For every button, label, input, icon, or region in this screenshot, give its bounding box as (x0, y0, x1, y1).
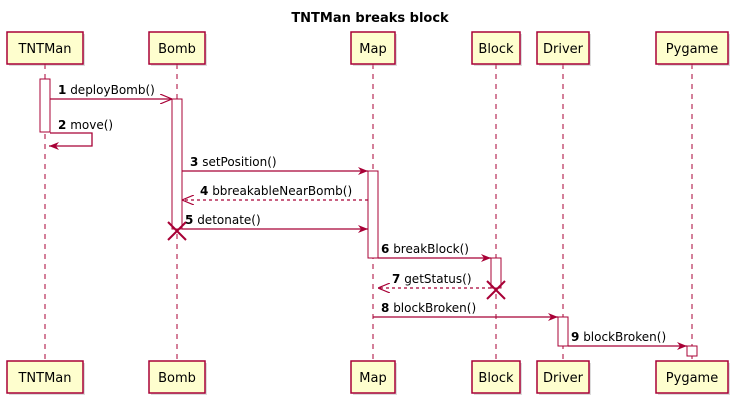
messages: 1 deployBomb() 2 move() 3 setPosition() 4 b… (49, 83, 687, 350)
participant-box (148, 360, 206, 394)
message-text: setPosition() (202, 155, 276, 169)
message-arrow (49, 132, 93, 150)
message-9: 9 blockBroken() (568, 330, 687, 350)
participant-box (148, 31, 206, 65)
message-number: 1 (58, 83, 66, 97)
destroy-marker (486, 280, 506, 300)
message-1: 1 deployBomb() (50, 83, 172, 99)
message-6: 6 breakBlock() (378, 242, 491, 262)
participant-map-head: Map (350, 31, 397, 66)
message-number: 4 (200, 184, 208, 198)
participant-box (655, 31, 729, 65)
participant-driver-head: Driver (536, 31, 591, 66)
participant-box (536, 360, 590, 394)
participant-box (536, 31, 590, 65)
participant-box (471, 31, 521, 65)
message-label: 6 breakBlock() (381, 242, 469, 256)
destroy-marker (167, 221, 187, 241)
message-text: blockBroken() (583, 330, 666, 344)
message-3: 3 setPosition() (182, 155, 368, 175)
message-7: 7 getStatus() (378, 272, 491, 288)
message-number: 9 (571, 330, 579, 344)
participant-bomb-head: Bomb (148, 31, 207, 66)
activation-bar-driver (557, 316, 569, 347)
participant-box (6, 360, 84, 394)
message-number: 6 (381, 242, 389, 256)
message-number: 2 (58, 118, 66, 132)
participant-tntman-foot: TNTMan (6, 360, 85, 395)
message-8: 8 blockBroken() (373, 301, 558, 321)
participant-pygame-head: Pygame (655, 31, 730, 66)
activation-bar-bomb (171, 98, 183, 230)
participant-label: Driver (543, 371, 584, 386)
participant-feet: TNTMan Bomb Map Block Driver Pygame (6, 360, 730, 395)
participant-label: TNTMan (17, 371, 71, 386)
participant-box (471, 360, 521, 394)
participant-label: Pygame (666, 371, 718, 386)
message-label: 1 deployBomb() (58, 83, 155, 97)
message-text: getStatus() (404, 272, 471, 286)
message-text: deployBomb() (70, 83, 155, 97)
participant-block-foot: Block (471, 360, 522, 395)
message-text: detonate() (197, 213, 260, 227)
message-text: breakBlock() (393, 242, 469, 256)
message-4: 4 bbreakableNearBomb() (182, 184, 368, 200)
message-2: 2 move() (49, 118, 113, 150)
activation-bar-pygame (686, 345, 698, 357)
participant-map-foot: Map (350, 360, 397, 395)
message-text: bbreakableNearBomb() (212, 184, 352, 198)
message-text: move() (70, 118, 113, 132)
participant-heads: TNTMan Bomb Map Block Driver Pygame (6, 31, 730, 66)
activation-bar-tntman (39, 78, 51, 133)
participant-label: Bomb (158, 371, 196, 386)
participant-label: Block (478, 42, 514, 57)
message-label: 7 getStatus() (392, 272, 472, 286)
participant-label: Map (359, 371, 386, 386)
diagram-title: TNTMan breaks block (291, 11, 449, 26)
activations (39, 78, 698, 357)
participant-box (655, 360, 729, 394)
participant-label: Block (478, 371, 514, 386)
message-label: 3 setPosition() (190, 155, 277, 169)
message-5: 5 detonate() (182, 213, 368, 233)
participant-box (350, 31, 396, 65)
participant-label: Bomb (158, 42, 196, 57)
participant-box (6, 31, 84, 65)
participant-box (350, 360, 396, 394)
activation-bar-map (367, 170, 379, 259)
activation-bar-block (490, 257, 502, 289)
message-label: 2 move() (58, 118, 113, 132)
message-number: 7 (392, 272, 400, 286)
participant-tntman-head: TNTMan (6, 31, 85, 66)
participant-label: Pygame (666, 42, 718, 57)
message-label: 4 bbreakableNearBomb() (200, 184, 352, 198)
participant-bomb-foot: Bomb (148, 360, 207, 395)
participant-pygame-foot: Pygame (655, 360, 730, 395)
participant-driver-foot: Driver (536, 360, 591, 395)
message-number: 5 (185, 213, 193, 227)
message-number: 8 (381, 301, 389, 315)
participant-label: Map (359, 42, 386, 57)
message-label: 8 blockBroken() (381, 301, 476, 315)
message-number: 3 (190, 155, 198, 169)
message-label: 9 blockBroken() (571, 330, 666, 344)
participant-block-head: Block (471, 31, 522, 66)
participant-label: TNTMan (17, 42, 71, 57)
message-label: 5 detonate() (185, 213, 261, 227)
participant-label: Driver (543, 42, 584, 57)
message-text: blockBroken() (393, 301, 476, 315)
